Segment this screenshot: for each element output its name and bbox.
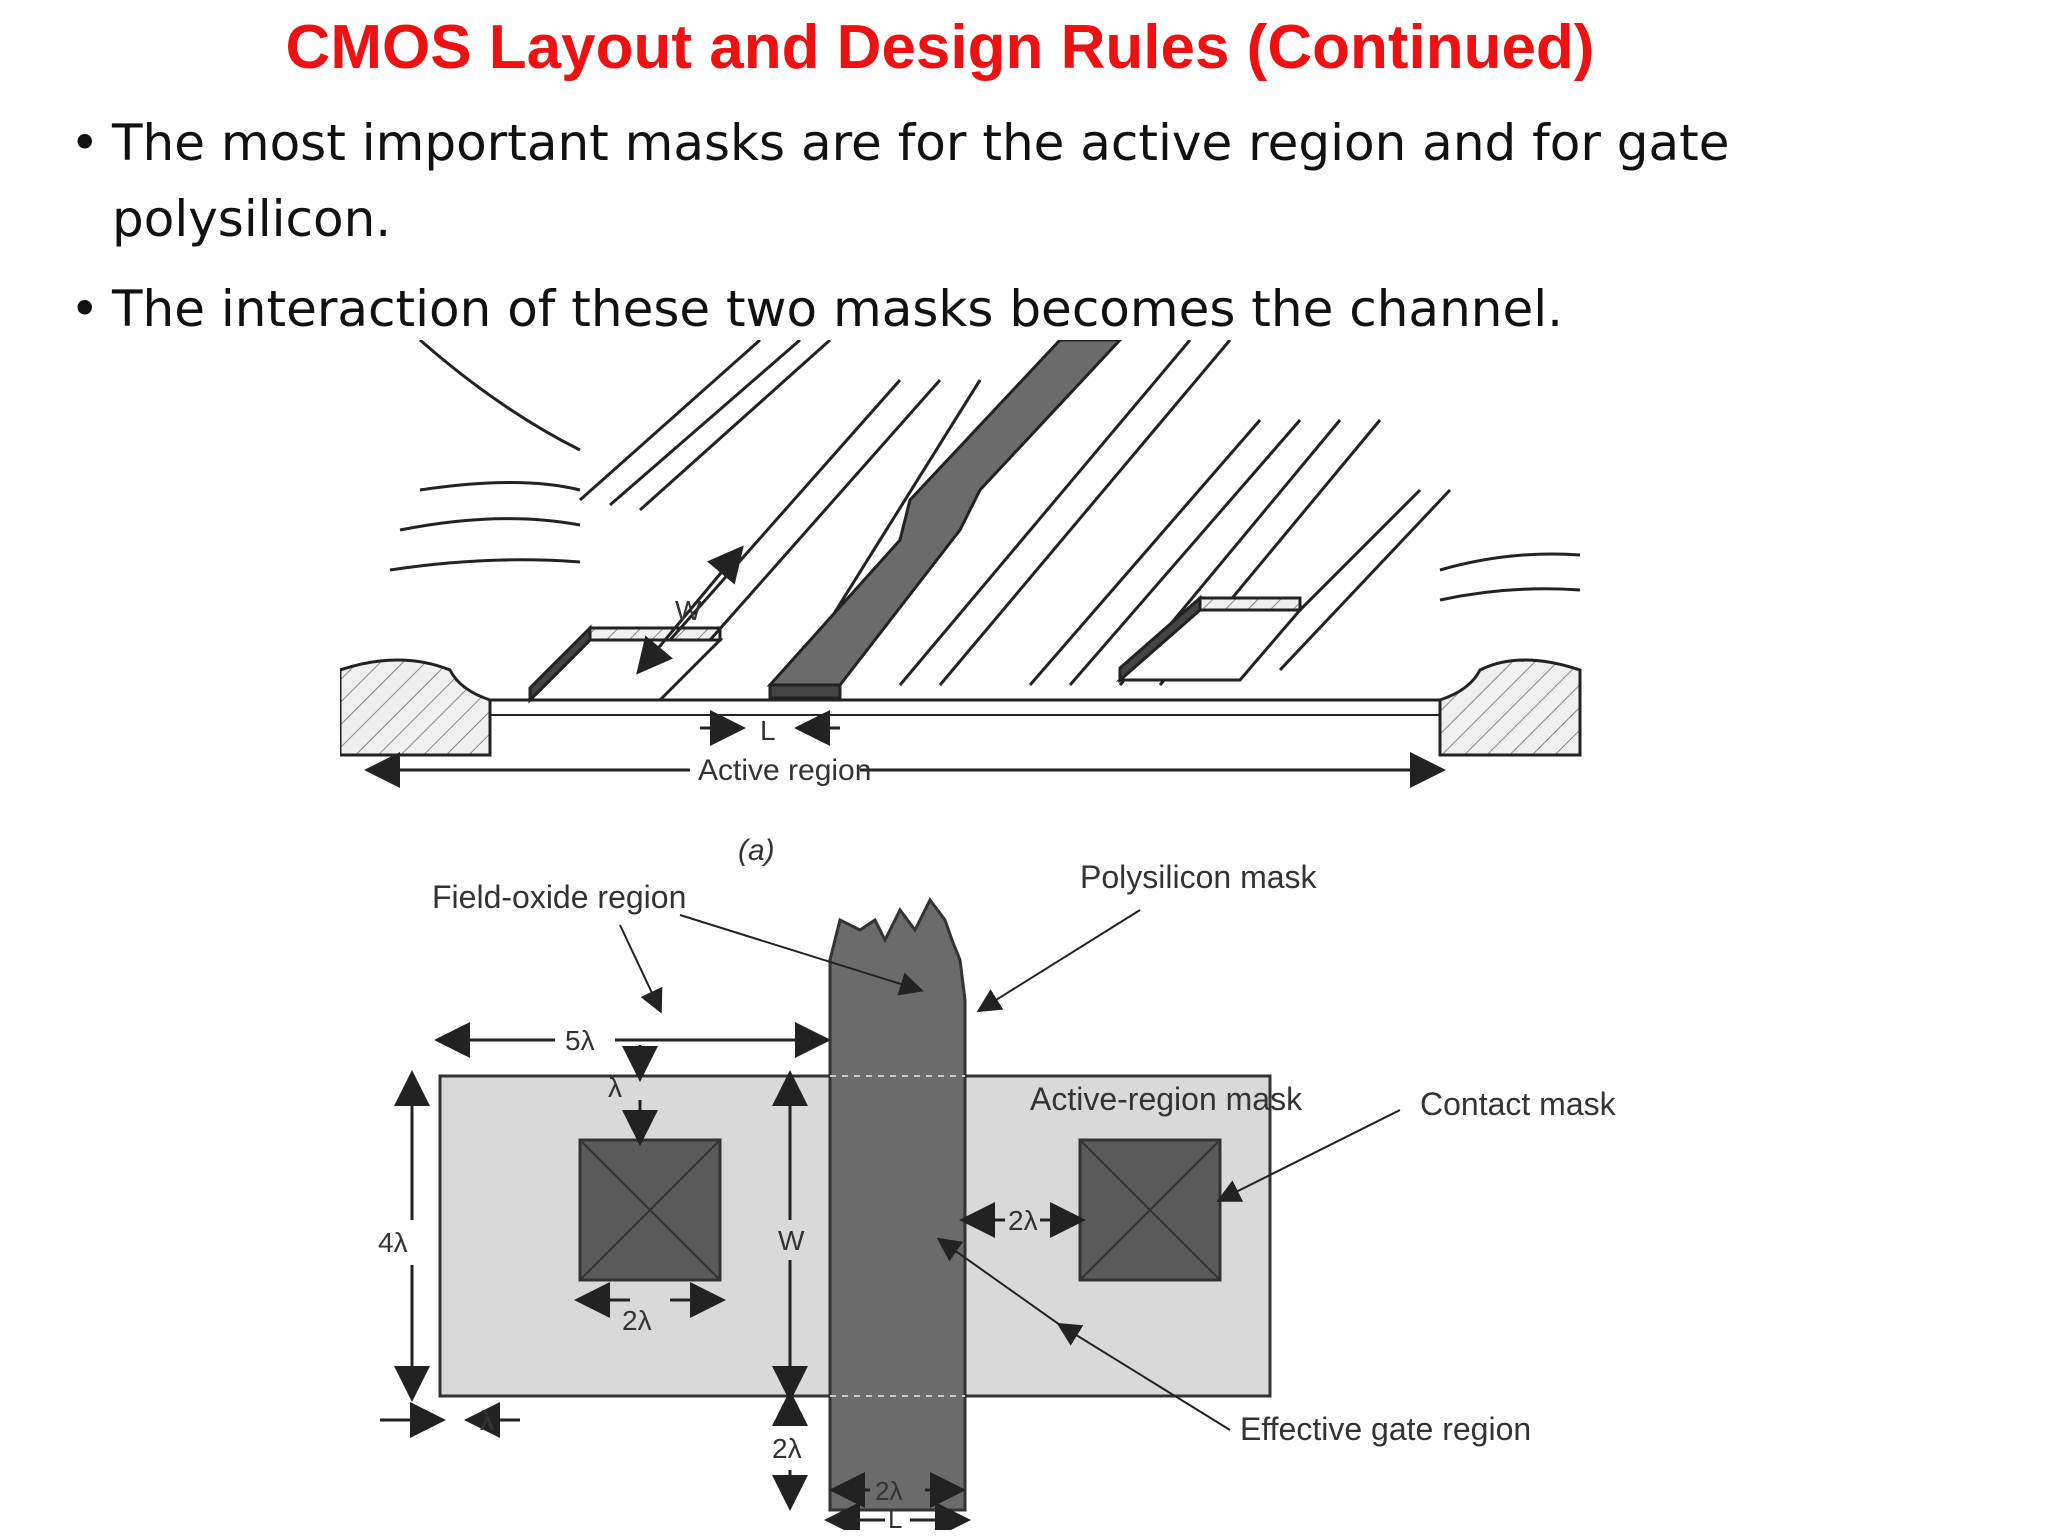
cmos-layout-figure: W L Active region (a) Field-oxide region…	[340, 340, 1617, 1530]
polysilicon-mask-label: Polysilicon mask	[1080, 859, 1318, 895]
dim-w-label: W	[778, 1225, 805, 1256]
left-field-oxide	[340, 658, 492, 757]
figure-caption: (a)	[738, 834, 775, 867]
left-contact	[578, 1138, 722, 1282]
poly-gate-3d	[766, 340, 1123, 687]
active-region-label: Active region	[698, 754, 871, 787]
dim-2l-poly-label: 2λ	[875, 1476, 902, 1506]
right-field-oxide	[1438, 658, 1582, 757]
bullet-text: The interaction of these two masks becom…	[112, 280, 1564, 338]
bullet-item: •The interaction of these two masks beco…	[70, 271, 1920, 347]
dim-2l-contact-label: 2λ	[622, 1305, 652, 1336]
bullet-text: The most important masks are for the act…	[112, 114, 1730, 248]
bullet-item: •The most important masks are for the ac…	[70, 105, 1920, 257]
dim-2l-gap-label: 2λ	[1008, 1205, 1038, 1236]
w-dimension-arrow	[636, 545, 744, 675]
dim-2l-overhang-label: 2λ	[772, 1433, 802, 1464]
bullet-dot: •	[70, 114, 100, 172]
dim-l-top-label: λ	[608, 1072, 622, 1103]
dim-4l-label: 4λ	[378, 1227, 408, 1258]
polysilicon-gate	[828, 897, 967, 1512]
contact-mask-label: Contact mask	[1420, 1086, 1617, 1122]
l-label-top: L	[760, 715, 776, 746]
bullet-list: •The most important masks are for the ac…	[70, 105, 1920, 361]
perspective-transistor	[340, 340, 1582, 757]
effective-gate-label: Effective gate region	[1240, 1411, 1531, 1447]
right-contact	[1078, 1138, 1222, 1282]
dim-L-label: L	[888, 1504, 902, 1530]
dim-5l-label: 5λ	[565, 1025, 595, 1056]
slide-title: CMOS Layout and Design Rules (Continued)	[285, 13, 1595, 82]
field-oxide-label: Field-oxide region	[432, 879, 686, 915]
bullet-dot: •	[70, 280, 100, 338]
dim-l-bottom-label: λ	[480, 1405, 494, 1436]
w-label-top: W	[675, 595, 702, 626]
active-region-mask-label: Active-region mask	[1030, 1081, 1303, 1117]
